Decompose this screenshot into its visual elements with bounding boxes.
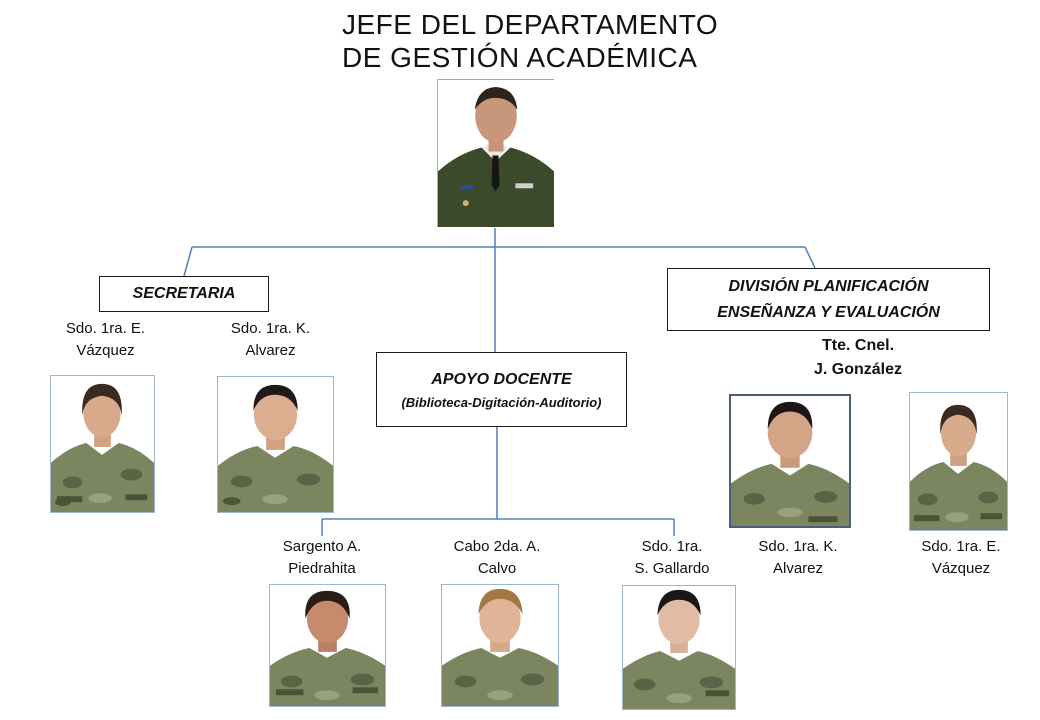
secretaria-box: SECRETARIA — [99, 276, 269, 312]
division-member-1-photo — [729, 394, 851, 528]
portrait-male-camo — [731, 396, 849, 526]
connector-to-division — [804, 246, 816, 269]
division-label-line-2: ENSEÑANZA Y EVALUACIÓN — [717, 303, 940, 321]
member-surname: Alvarez — [245, 342, 296, 359]
member-rank: Sdo. 1ra. K. — [758, 538, 838, 555]
secretaria-member-1-name: Sdo. 1ra. E. Vázquez — [48, 318, 163, 362]
page-title-line-1: JEFE DEL DEPARTAMENTO — [342, 9, 719, 40]
portrait-female-camo — [51, 376, 154, 512]
member-surname: Vázquez — [931, 560, 991, 577]
member-surname: S. Gallardo — [634, 560, 710, 577]
division-box: DIVISIÓN PLANIFICACIÓN ENSEÑANZA Y EVALU… — [667, 268, 990, 331]
head-rank: Tte. Cnel. — [822, 337, 895, 354]
member-rank: Sdo. 1ra. E. — [65, 320, 146, 337]
division-label-line-1: DIVISIÓN PLANIFICACIÓN — [728, 277, 929, 295]
member-rank: Sdo. 1ra. E. — [921, 538, 1001, 555]
member-surname: Piedrahita — [288, 560, 356, 577]
member-rank: Sargento A. — [282, 538, 362, 555]
member-surname: Alvarez — [772, 560, 824, 577]
secretaria-label: SECRETARIA — [132, 285, 236, 302]
head-surname: J. González — [814, 361, 903, 378]
apoyo-member-3-name: Sdo. 1ra. S. Gallardo — [612, 536, 732, 580]
apoyo-member-1-photo — [269, 584, 386, 707]
apoyo-docente-label: APOYO DOCENTE — [431, 370, 572, 388]
apoyo-member-1-name: Sargento A. Piedrahita — [262, 536, 382, 580]
apoyo-member-2-name: Cabo 2da. A. Calvo — [437, 536, 557, 580]
apoyo-docente-sublabel: (Biblioteca-Digitación-Auditorio) — [401, 394, 602, 410]
page-title-line-2: DE GESTIÓN ACADÉMICA — [342, 42, 698, 73]
portrait-female-camo — [910, 393, 1007, 530]
secretaria-member-2-name: Sdo. 1ra. K. Alvarez — [213, 318, 328, 362]
member-surname: Vázquez — [76, 342, 135, 359]
division-head-name: Tte. Cnel. J. González — [808, 334, 902, 382]
chief-portrait-image — [438, 80, 554, 227]
portrait-female-camo — [442, 585, 558, 706]
apoyo-member-2-photo — [441, 584, 559, 707]
division-member-2-photo — [909, 392, 1008, 531]
member-rank: Cabo 2da. A. — [453, 538, 541, 555]
member-rank: Sdo. 1ra. K. — [230, 320, 311, 337]
portrait-male-camo — [623, 586, 735, 709]
apoyo-docente-box: APOYO DOCENTE (Biblioteca-Digitación-Aud… — [376, 352, 627, 427]
member-surname: Calvo — [477, 560, 517, 577]
division-member-1-name: Sdo. 1ra. K. Alvarez — [738, 536, 858, 580]
division-member-2-name: Sdo. 1ra. E. Vázquez — [901, 536, 1021, 580]
portrait-male-camo — [218, 377, 333, 512]
secretaria-member-1-photo — [50, 375, 155, 513]
apoyo-member-3-photo — [622, 585, 736, 710]
connector-to-secretaria — [183, 246, 193, 277]
secretaria-member-2-photo — [217, 376, 334, 513]
portrait-female-camo — [270, 585, 385, 706]
member-rank: Sdo. 1ra. — [641, 538, 703, 555]
chief-photo — [437, 79, 554, 227]
